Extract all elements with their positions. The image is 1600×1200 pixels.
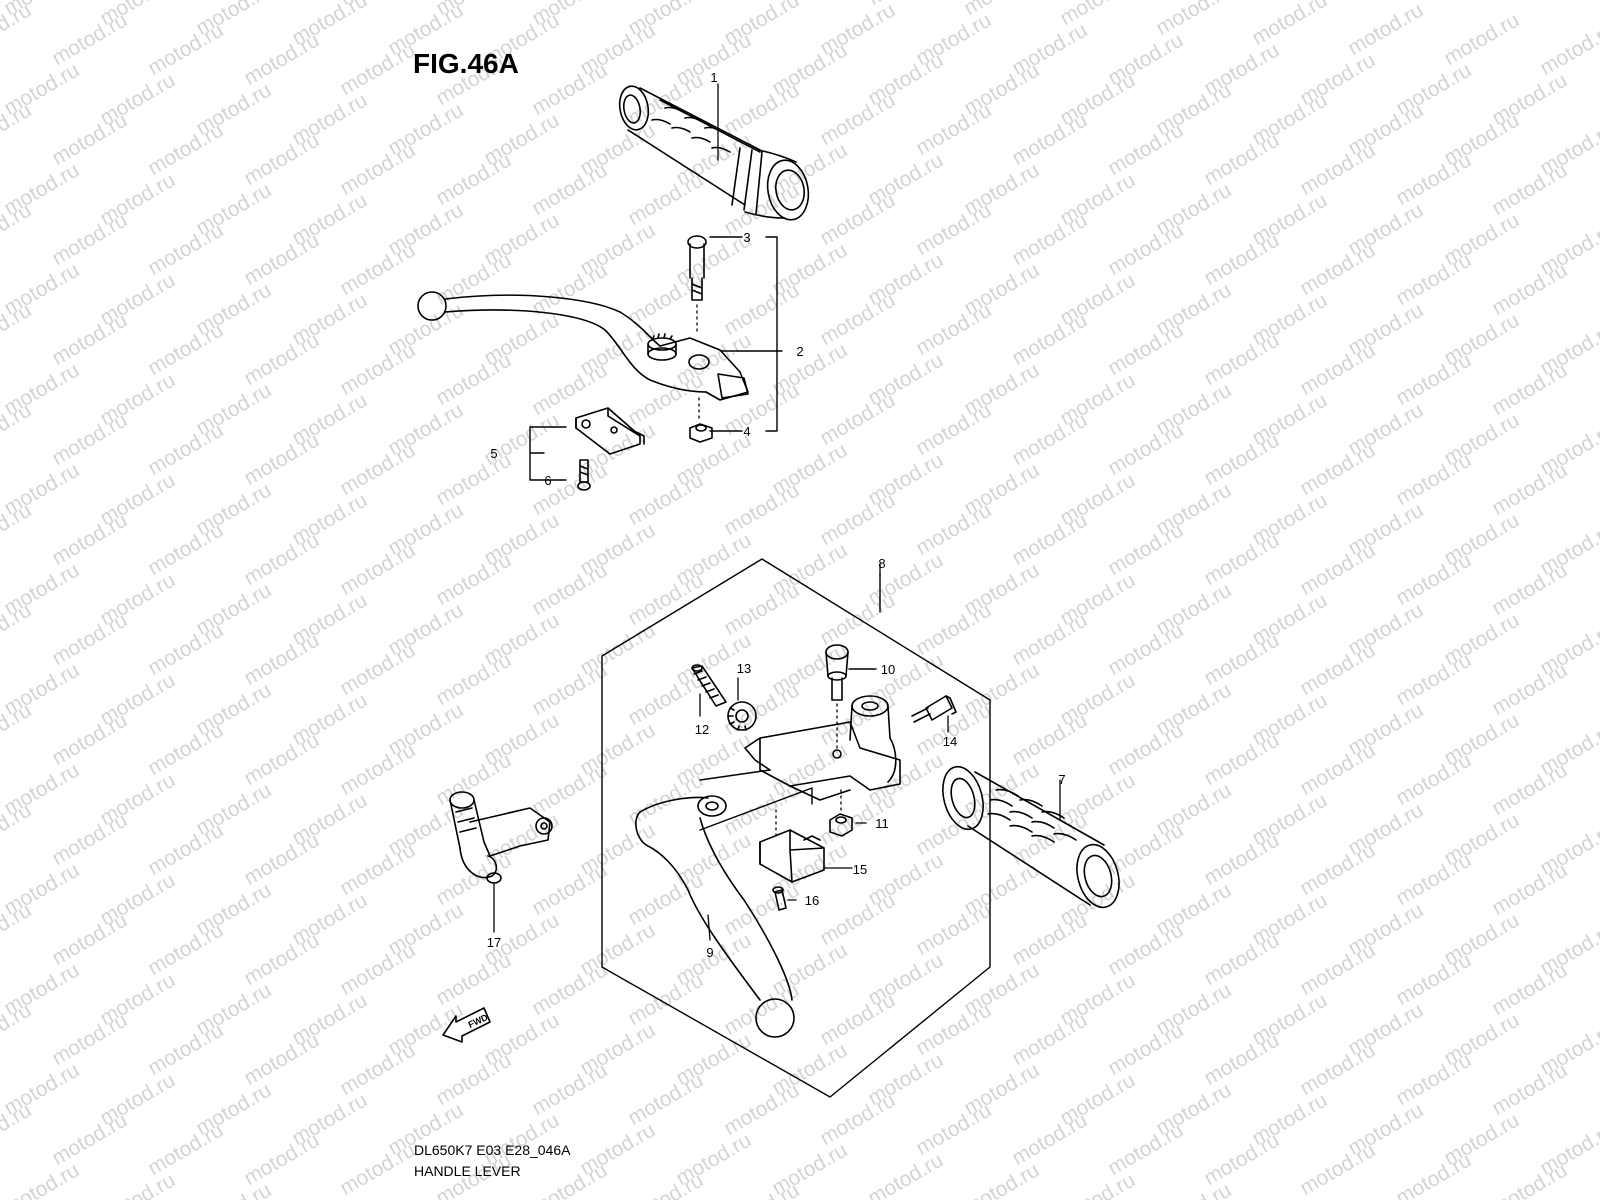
part-5-switch — [575, 407, 645, 455]
part-8-clutch-lever-assembly-outline — [601, 558, 991, 1098]
part-10-pivot-bolt — [825, 644, 849, 701]
callout-5: 5 — [490, 446, 497, 461]
part-16-screw — [772, 886, 787, 911]
callout-1: 1 — [710, 70, 717, 85]
callout-16: 16 — [805, 893, 819, 908]
part-14-screw — [911, 695, 957, 723]
callout-7: 7 — [1058, 772, 1065, 787]
callout-14: 14 — [943, 734, 957, 749]
part-6-screw — [577, 459, 591, 491]
callout-13: 13 — [737, 661, 751, 676]
callout-2: 2 — [796, 344, 803, 359]
callout-10: 10 — [881, 662, 895, 677]
callout-4: 4 — [743, 424, 750, 439]
callout-6: 6 — [544, 473, 551, 488]
callout-11: 11 — [875, 816, 889, 831]
part-4-nut — [689, 423, 713, 443]
fwd-arrow-icon: FWD — [442, 1007, 491, 1043]
part-1-throttle-grip — [618, 85, 810, 221]
part-15-clutch-switch — [759, 829, 825, 883]
part-12-adjuster — [691, 664, 727, 707]
part-13-washer — [727, 701, 757, 731]
part-9-clutch-lever — [635, 795, 795, 1038]
bracket-2-3-4 — [709, 236, 783, 432]
callout-8: 8 — [878, 556, 885, 571]
callout-12: 12 — [695, 722, 709, 737]
figure-code: DL650K7 E03 E28_046A — [414, 1142, 571, 1158]
part-7-grip — [942, 765, 1120, 909]
callout-15: 15 — [853, 862, 867, 877]
callout-3: 3 — [743, 230, 750, 245]
part-17-cable-holder — [449, 791, 553, 884]
callout-17: 17 — [487, 935, 501, 950]
figure-name: HANDLE LEVER — [414, 1163, 521, 1179]
part-2-brake-lever — [417, 291, 749, 401]
part-11-nut — [829, 813, 853, 837]
callout-9: 9 — [706, 945, 713, 960]
figure-title: FIG.46A — [413, 48, 519, 79]
leader-lines — [493, 83, 1061, 941]
callout-numbers: 1 2 3 4 5 6 7 8 9 10 11 12 13 14 15 16 1… — [487, 70, 1066, 960]
part-3-bolt — [687, 235, 707, 301]
clutch-perch — [744, 695, 901, 801]
